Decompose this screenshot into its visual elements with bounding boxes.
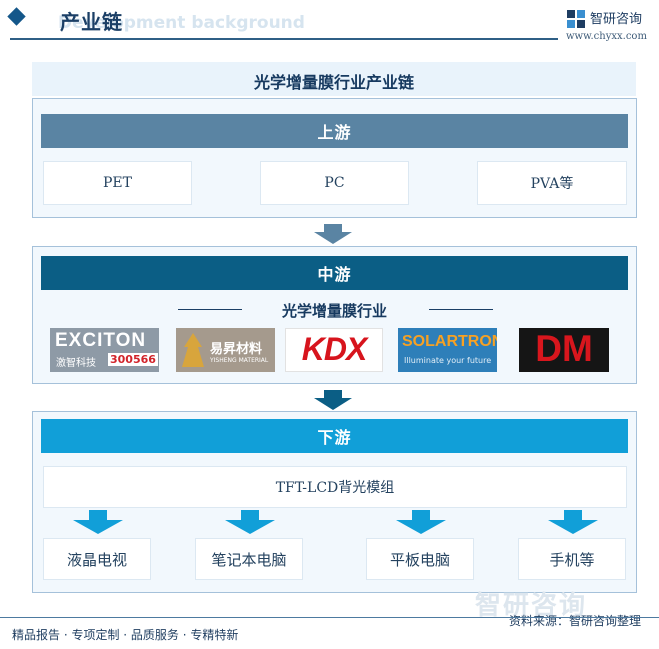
kdx-logo: KDX [285, 328, 383, 372]
solartron-logo-name: SOLARTRON [402, 333, 497, 350]
kdx-logo-name: KDX [301, 331, 368, 367]
downstream-item: 笔记本电脑 [195, 538, 303, 580]
downstream-item: 液晶电视 [43, 538, 151, 580]
page-title: 产业链 [60, 10, 123, 34]
footer-slogan: 精品报告 · 专项定制 · 品质服务 · 专精特新 [12, 628, 239, 642]
main-title: 光学增量膜行业产业链 [253, 73, 414, 92]
flow-arrow-icon [396, 510, 446, 534]
flame-icon [182, 333, 204, 367]
brand-name: 智研咨询 [590, 12, 643, 27]
upstream-item: PVA等 [477, 161, 627, 205]
downstream-header: 下游 [41, 419, 628, 453]
yisheng-logo-name: 易昇材料 [210, 342, 263, 357]
brand-mark-icon [567, 10, 585, 28]
footer-divider [0, 617, 659, 618]
footer-watermark: 智研咨询 [475, 591, 588, 621]
header-watermark: Development background [58, 13, 305, 33]
exciton-logo-sub: 激智科技 [56, 358, 96, 369]
upstream-item: PET [43, 161, 192, 205]
solartron-logo: SOLARTRON Illuminate your future [398, 328, 497, 372]
brand-url: www.chyxx.com [566, 31, 647, 42]
downstream-item: 平板电脑 [366, 538, 474, 580]
title-diamond-icon [7, 7, 26, 26]
exciton-logo-name: EXCITON [55, 330, 147, 351]
midstream-header: 中游 [41, 256, 628, 290]
midstream-subtitle: 光学增量膜行业 [281, 302, 387, 320]
flow-arrow-icon [548, 510, 598, 534]
tft-lcd-module-box: TFT-LCD背光模组 [43, 466, 627, 508]
upstream-header: 上游 [41, 114, 628, 148]
downstream-section: 下游 TFT-LCD背光模组 液晶电视 笔记本电脑 平板电脑 手机等 [32, 411, 637, 593]
flow-arrow-icon [314, 390, 352, 410]
subtitle-rule-left [178, 309, 242, 310]
source-note: 资料来源：智研咨询整理 [509, 614, 642, 628]
dm-logo: DM [519, 328, 609, 372]
flow-arrow-icon [225, 510, 275, 534]
yisheng-logo-sub: YISHENG MATERIAL [210, 357, 269, 364]
exciton-stock-code: 300566 [108, 353, 158, 366]
header-divider [10, 38, 558, 40]
subtitle-rule-right [429, 309, 493, 310]
yisheng-logo: 易昇材料 YISHENG MATERIAL [176, 328, 275, 372]
flow-arrow-icon [73, 510, 123, 534]
downstream-item: 手机等 [518, 538, 626, 580]
dm-logo-name: DM [535, 328, 593, 369]
midstream-section: 中游 光学增量膜行业 EXCITON 激智科技 300566 易昇材料 YISH… [32, 246, 637, 384]
upstream-item: PC [260, 161, 409, 205]
brand-logo: 智研咨询 www.chyxx.com [566, 6, 652, 46]
solartron-logo-sub: Illuminate your future [404, 356, 492, 365]
exciton-logo: EXCITON 激智科技 300566 [50, 328, 159, 372]
main-title-bar: 光学增量膜行业产业链 [32, 62, 636, 96]
upstream-section: 上游 PET PC PVA等 [32, 98, 637, 218]
flow-arrow-icon [314, 224, 352, 244]
